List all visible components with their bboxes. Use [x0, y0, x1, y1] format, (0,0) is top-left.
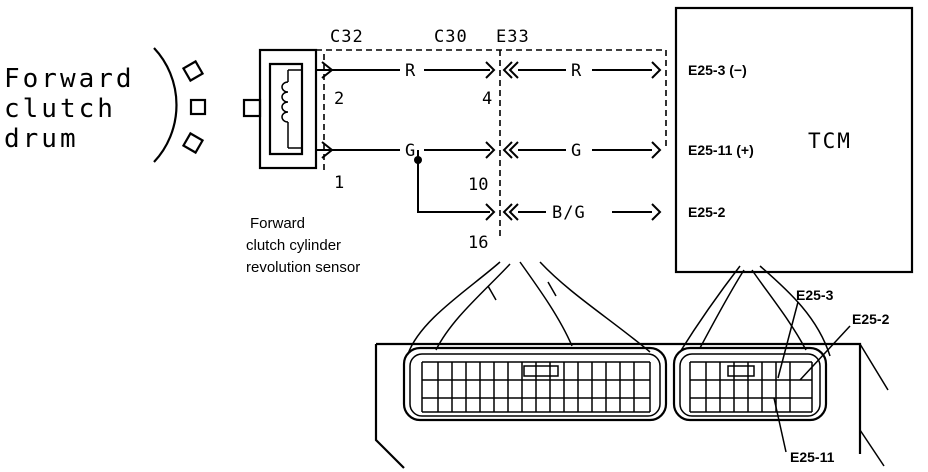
callout-line-e25-11 [773, 397, 787, 453]
tcm-box [674, 6, 914, 274]
sensor-label-line-3: revolution sensor [246, 259, 360, 276]
drum-tooth-top [181, 59, 205, 83]
sensor-body [258, 48, 318, 170]
tcm-terminal-e25-3: E25-3 (−) [688, 62, 747, 78]
pin-10: 10 [468, 175, 488, 195]
connector-c32-label: C32 [330, 27, 364, 47]
connector-housing [376, 342, 862, 454]
pin-16: 16 [468, 233, 488, 253]
forward-clutch-drum: Forward clutch drum [4, 47, 207, 163]
left-plug [402, 346, 668, 422]
wire-g: G G [316, 141, 662, 161]
wire-r: R R [316, 61, 662, 81]
left-plug-pins [421, 361, 651, 413]
wire-bg-label: B/G [552, 203, 586, 223]
right-plug-pins [689, 361, 813, 413]
revolution-sensor [242, 48, 325, 170]
tcm-terminal-e25-2: E25-2 [688, 204, 726, 220]
drum-label-line-3: drum [4, 124, 79, 154]
tcm-connector-view: E25-3 E25-2 E25-11 [374, 261, 890, 469]
pin-4: 4 [482, 89, 492, 109]
sensor-label-line-1: Forward [250, 215, 305, 232]
right-plug [672, 346, 828, 422]
callout-e25-2: E25-2 [852, 311, 890, 327]
coil-icon [281, 69, 302, 149]
sensor-tip [242, 98, 262, 118]
wire-g-label-left: G [405, 141, 416, 161]
pin-c32-2: 2 [334, 89, 344, 109]
callout-e25-11: E25-11 [790, 449, 835, 465]
wire-r-label-right: R [571, 61, 582, 81]
wire-g-label-right: G [571, 141, 582, 161]
connector-c30-label: C30 [434, 27, 468, 47]
callout-line-e25-2 [799, 325, 851, 381]
drum-tooth-bottom [181, 131, 205, 155]
wire-r-label-left: R [405, 61, 416, 81]
shield-wire [316, 49, 667, 236]
pin-c32-1: 1 [334, 173, 344, 193]
callout-line-e25-3 [777, 301, 799, 379]
drum-tooth-middle [189, 98, 207, 116]
drum-label-line-1: Forward [4, 64, 135, 94]
tcm-module: E25-3 (−) E25-11 (+) E25-2 TCM [674, 6, 914, 274]
sensor-inner-frame [268, 62, 304, 156]
tcm-label: TCM [808, 129, 852, 153]
wire-bg: B/G [414, 150, 662, 223]
sensor-label-line-2: clutch cylinder [246, 237, 341, 254]
drum-label-line-2: clutch [4, 94, 116, 124]
drum-arc [153, 47, 178, 163]
callout-e25-3: E25-3 [796, 287, 834, 303]
tcm-terminal-e25-11: E25-11 (+) [688, 142, 754, 158]
connector-e33-label: E33 [496, 27, 530, 47]
